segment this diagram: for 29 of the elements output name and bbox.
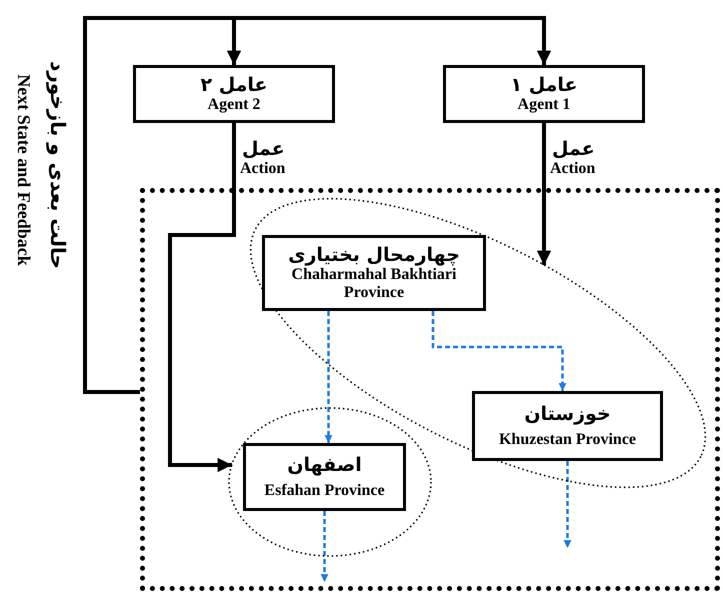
province-box [243,443,406,511]
agent-title: عامل ۲ [200,74,268,96]
province-name: Khuzestan Province [498,431,636,449]
agent-box [443,65,645,123]
arrow [320,511,328,582]
arrow [83,16,552,394]
arrow [168,123,236,472]
arrow [324,311,332,443]
vertical-label: حالت بعدی و بازخورد [46,61,69,269]
action-label: Action [240,160,286,178]
action-label: Action [550,160,596,178]
agent-box [133,65,335,123]
vertical-label: Next State and Feedback [14,74,33,266]
province-box [472,391,663,461]
province-name: Chaharmahal Bakhtiari Province [290,266,458,302]
action-label: عمل [552,138,595,160]
province-name: چهارمحال بختیاری [288,244,460,266]
province-name: خوزستان [524,403,611,425]
province-name: Esfahan Province [264,482,385,500]
arrow [536,123,552,265]
province-name: اصفهان [287,454,362,476]
environment-box [140,188,720,591]
arrow [432,311,566,391]
agent-title: Agent 1 [518,96,570,114]
agent-title: عامل ۱ [510,74,578,96]
arrow [564,461,572,548]
action-label: عمل [242,138,285,160]
agent-title: Agent 2 [208,96,260,114]
province-box [262,235,486,311]
